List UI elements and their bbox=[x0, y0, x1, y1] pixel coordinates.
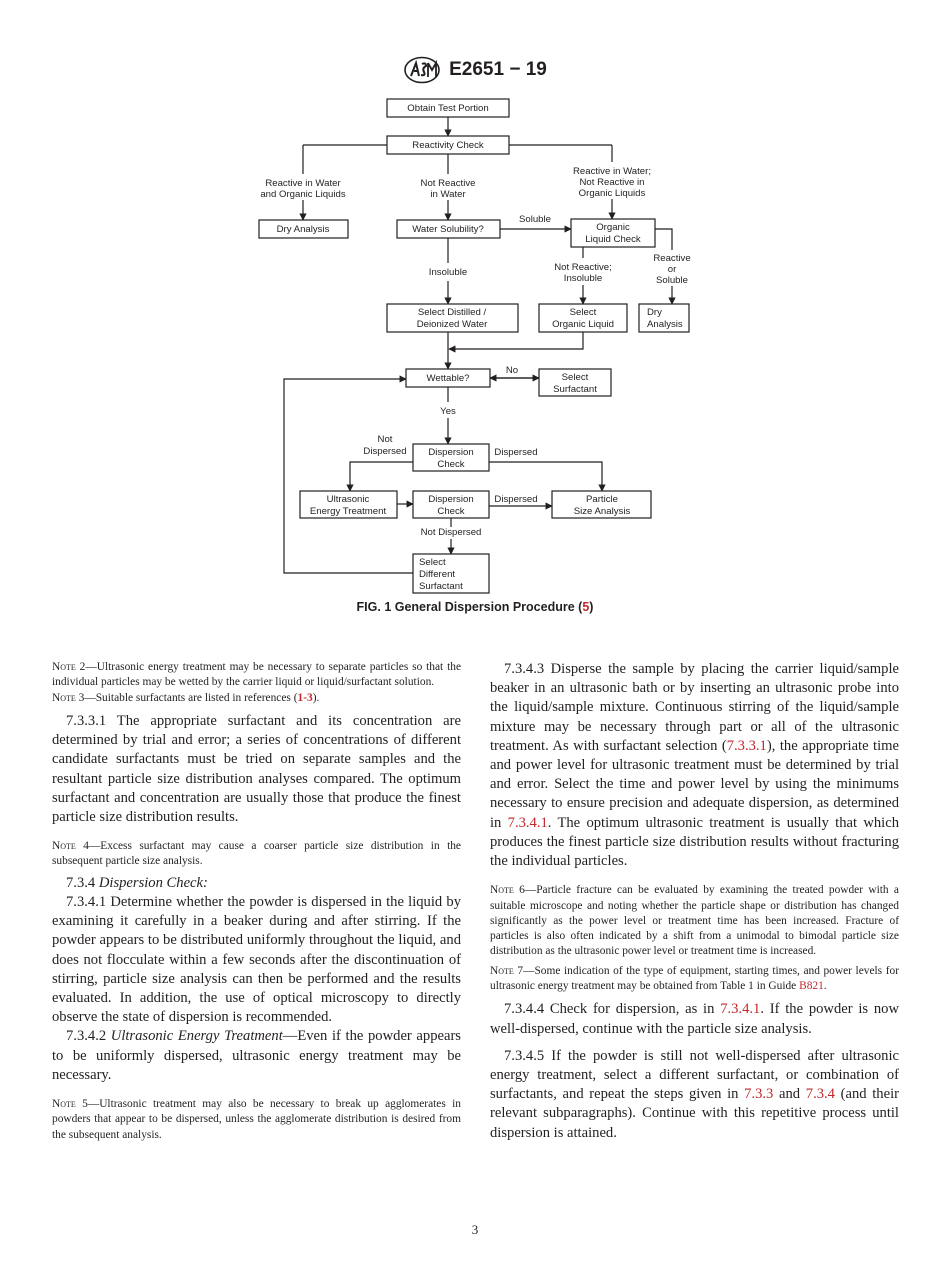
reference-link-7-3-4[interactable]: 7.3.4 bbox=[805, 1086, 835, 1103]
reference-link-7-3-3-1[interactable]: 7.3.3.1 bbox=[726, 737, 767, 754]
svg-text:Dispersion: Dispersion bbox=[428, 494, 473, 505]
box-particle-size-analysis: Particle Size Analysis bbox=[551, 490, 652, 519]
svg-text:Dry: Dry bbox=[647, 307, 662, 318]
label-reactive-water-not-organic-3: Organic Liquids bbox=[579, 188, 646, 199]
box-select-organic-liquid: Select Organic Liquid bbox=[538, 303, 628, 333]
svg-text:Dry Analysis: Dry Analysis bbox=[277, 224, 330, 235]
document-id: E2651 − 19 bbox=[449, 59, 547, 80]
label-reactive-or-soluble-1: Reactive bbox=[653, 253, 690, 264]
label-not-reactive-water-2: in Water bbox=[430, 189, 466, 200]
svg-text:Select Distilled /: Select Distilled / bbox=[418, 307, 487, 318]
label-insoluble: Insoluble bbox=[429, 267, 467, 278]
label-not-dispersed-bottom: Not Dispersed bbox=[421, 527, 482, 538]
label-not-dispersed-2: Dispersed bbox=[363, 446, 406, 457]
box-wettable: Wettable? bbox=[405, 368, 491, 388]
note-5: Note 5—Ultrasonic treatment may also be … bbox=[52, 1097, 461, 1141]
label-soluble: Soluble bbox=[519, 214, 551, 225]
label-no: No bbox=[506, 365, 518, 376]
paragraph-7-3-4-3: 7.3.4.3 Disperse the sample by placing t… bbox=[490, 661, 900, 870]
svg-text:Dispersion: Dispersion bbox=[428, 447, 473, 458]
label-not-reactive-water-1: Not Reactive bbox=[421, 178, 476, 189]
svg-text:Ultrasonic: Ultrasonic bbox=[327, 494, 370, 505]
note-6: Note 6—Particle fracture can be evaluate… bbox=[490, 884, 899, 958]
note-4: Note 4—Excess surfactant may cause a coa… bbox=[52, 840, 461, 868]
label-not-reactive-insoluble-1: Not Reactive; bbox=[554, 262, 612, 273]
svg-text:Select: Select bbox=[562, 372, 589, 383]
svg-text:Reactivity Check: Reactivity Check bbox=[412, 140, 484, 151]
svg-text:Energy Treatment: Energy Treatment bbox=[310, 506, 387, 517]
paragraph-7-3-4-4: 7.3.4.4 Check for dispersion, as in 7.3.… bbox=[490, 1001, 899, 1037]
box-water-solubility: Water Solubility? bbox=[396, 219, 501, 239]
reference-link-7-3-4-1[interactable]: 7.3.4.1 bbox=[507, 814, 548, 831]
box-dry-analysis-left: Dry Analysis bbox=[258, 219, 349, 239]
svg-text:Particle: Particle bbox=[586, 494, 618, 505]
svg-text:Deionized Water: Deionized Water bbox=[417, 319, 488, 330]
svg-text:Surfactant: Surfactant bbox=[553, 384, 597, 395]
box-obtain-test-portion: Obtain Test Portion bbox=[386, 98, 510, 118]
svg-text:Liquid Check: Liquid Check bbox=[585, 234, 641, 245]
label-reactive-or-soluble-3: Soluble bbox=[656, 275, 688, 286]
label-dispersed-2: Dispersed bbox=[494, 494, 537, 505]
box-dispersion-check-2: Dispersion Check bbox=[412, 490, 490, 519]
label-yes: Yes bbox=[440, 406, 456, 417]
box-dispersion-check-1: Dispersion Check bbox=[412, 443, 490, 472]
svg-text:Organic: Organic bbox=[596, 222, 630, 233]
label-not-dispersed-1: Not bbox=[378, 434, 393, 445]
svg-text:Water Solubility?: Water Solubility? bbox=[412, 224, 484, 235]
svg-text:Size Analysis: Size Analysis bbox=[574, 506, 631, 517]
right-column: 7.3.4.3 Disperse the sample by placing t… bbox=[490, 660, 899, 1143]
reference-link-b821[interactable]: B821 bbox=[799, 980, 824, 993]
box-ultrasonic-energy-treatment: Ultrasonic Energy Treatment bbox=[299, 490, 398, 519]
svg-text:Select: Select bbox=[570, 307, 597, 318]
reference-link-1-3[interactable]: 1-3 bbox=[297, 691, 313, 704]
box-select-surfactant: Select Surfactant bbox=[538, 368, 612, 397]
svg-text:Analysis: Analysis bbox=[647, 319, 683, 330]
label-not-reactive-insoluble-2: Insoluble bbox=[564, 273, 602, 284]
reference-link-5[interactable]: 5 bbox=[582, 600, 590, 614]
svg-text:Organic Liquid: Organic Liquid bbox=[552, 319, 614, 330]
flowchart-connectors bbox=[283, 117, 676, 574]
reference-link-7-3-4-1-b[interactable]: 7.3.4.1 bbox=[720, 1001, 761, 1018]
label-dispersed-1: Dispersed bbox=[494, 447, 537, 458]
figure-caption: FIG. 1 General Dispersion Procedure (5) bbox=[356, 600, 594, 614]
label-reactive-water-organic-1: Reactive in Water bbox=[265, 178, 341, 189]
box-select-different-surfactant: Select Different Surfactant bbox=[412, 553, 490, 594]
svg-text:Check: Check bbox=[437, 506, 464, 517]
note-7: Note 7—Some indication of the type of eq… bbox=[490, 964, 899, 993]
page-number: 3 bbox=[471, 1222, 479, 1237]
box-dry-analysis-right: Dry Analysis bbox=[638, 303, 690, 333]
label-reactive-or-soluble-2: or bbox=[668, 264, 677, 275]
svg-text:Wettable?: Wettable? bbox=[426, 373, 469, 384]
label-reactive-water-not-organic-1: Reactive in Water; bbox=[573, 166, 651, 177]
paragraph-7-3-3-1: 7.3.3.1 The appropriate surfactant and i… bbox=[52, 712, 461, 825]
box-organic-liquid-check: Organic Liquid Check bbox=[570, 218, 656, 248]
paragraph-7-3-4-1: 7.3.4.1 Determine whether the powder is … bbox=[52, 893, 461, 1026]
astm-logo-icon bbox=[404, 56, 440, 84]
paragraph-7-3-4-2: 7.3.4.2 Ultrasonic Energy Treatment—Even… bbox=[52, 1028, 461, 1083]
paragraph-7-3-4-5: 7.3.4.5 If the powder is still not well-… bbox=[490, 1047, 899, 1141]
label-reactive-water-not-organic-2: Not Reactive in bbox=[579, 177, 644, 188]
box-reactivity-check: Reactivity Check bbox=[386, 135, 510, 155]
svg-text:Different: Different bbox=[419, 569, 455, 580]
svg-text:Surfactant: Surfactant bbox=[419, 581, 463, 592]
svg-text:Select: Select bbox=[419, 557, 446, 568]
reference-link-7-3-3[interactable]: 7.3.3 bbox=[744, 1086, 774, 1103]
svg-text:Check: Check bbox=[437, 459, 464, 470]
label-reactive-water-organic-2: and Organic Liquids bbox=[260, 189, 346, 200]
box-select-distilled-water: Select Distilled / Deionized Water bbox=[386, 303, 519, 333]
section-heading-7-3-4: 7.3.4 Dispersion Check: bbox=[66, 874, 208, 891]
left-column: Note 2—Ultrasonic energy treatment may b… bbox=[52, 660, 461, 1143]
svg-text:Obtain Test Portion: Obtain Test Portion bbox=[407, 103, 488, 114]
dispersion-flowchart: Obtain Test Portion Reactivity Check Rea… bbox=[258, 98, 691, 594]
note-2: Note 2—Ultrasonic energy treatment may b… bbox=[52, 661, 461, 689]
note-3: Note 3—Suitable surfactants are listed i… bbox=[52, 691, 320, 704]
page-header: E2651 − 19 bbox=[0, 56, 950, 89]
